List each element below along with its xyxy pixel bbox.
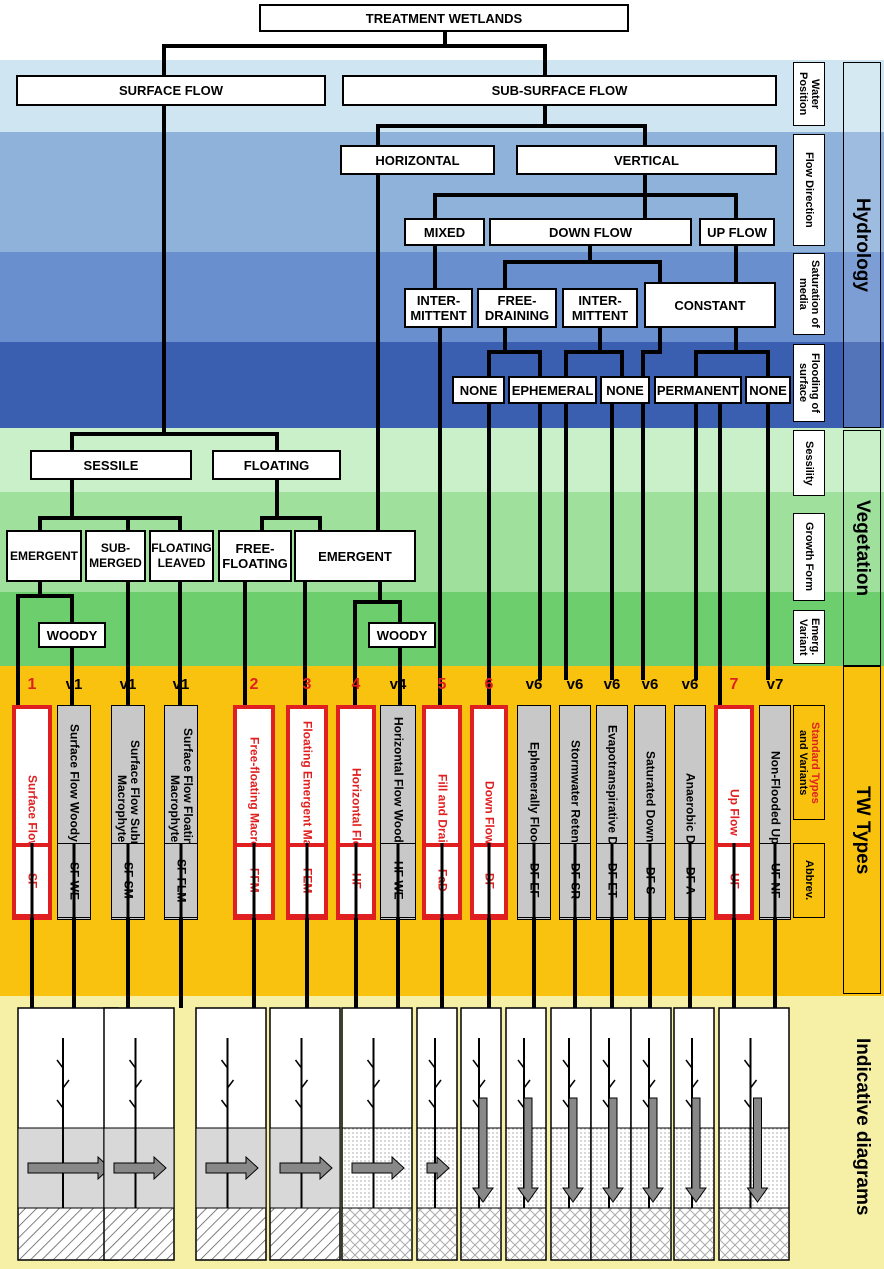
- diagram-panel-11: [631, 1008, 671, 1260]
- diagram-panel-10: [591, 1008, 631, 1260]
- diagram-panel-13: [719, 1008, 789, 1260]
- diagram-panel-2: [104, 1008, 174, 1260]
- diagram-panel-3: [196, 1008, 266, 1260]
- diagram-panel-12: [674, 1008, 714, 1260]
- diagram-panel-9: [551, 1008, 591, 1260]
- diagram-panel-7: [461, 1008, 501, 1260]
- diagram-panel-1: [18, 1008, 118, 1260]
- diagram-panel-6: [417, 1008, 457, 1260]
- diagram-panel-4: [270, 1008, 340, 1260]
- diagram-panel-8: [506, 1008, 546, 1260]
- diagram-panel-5: [342, 1008, 412, 1260]
